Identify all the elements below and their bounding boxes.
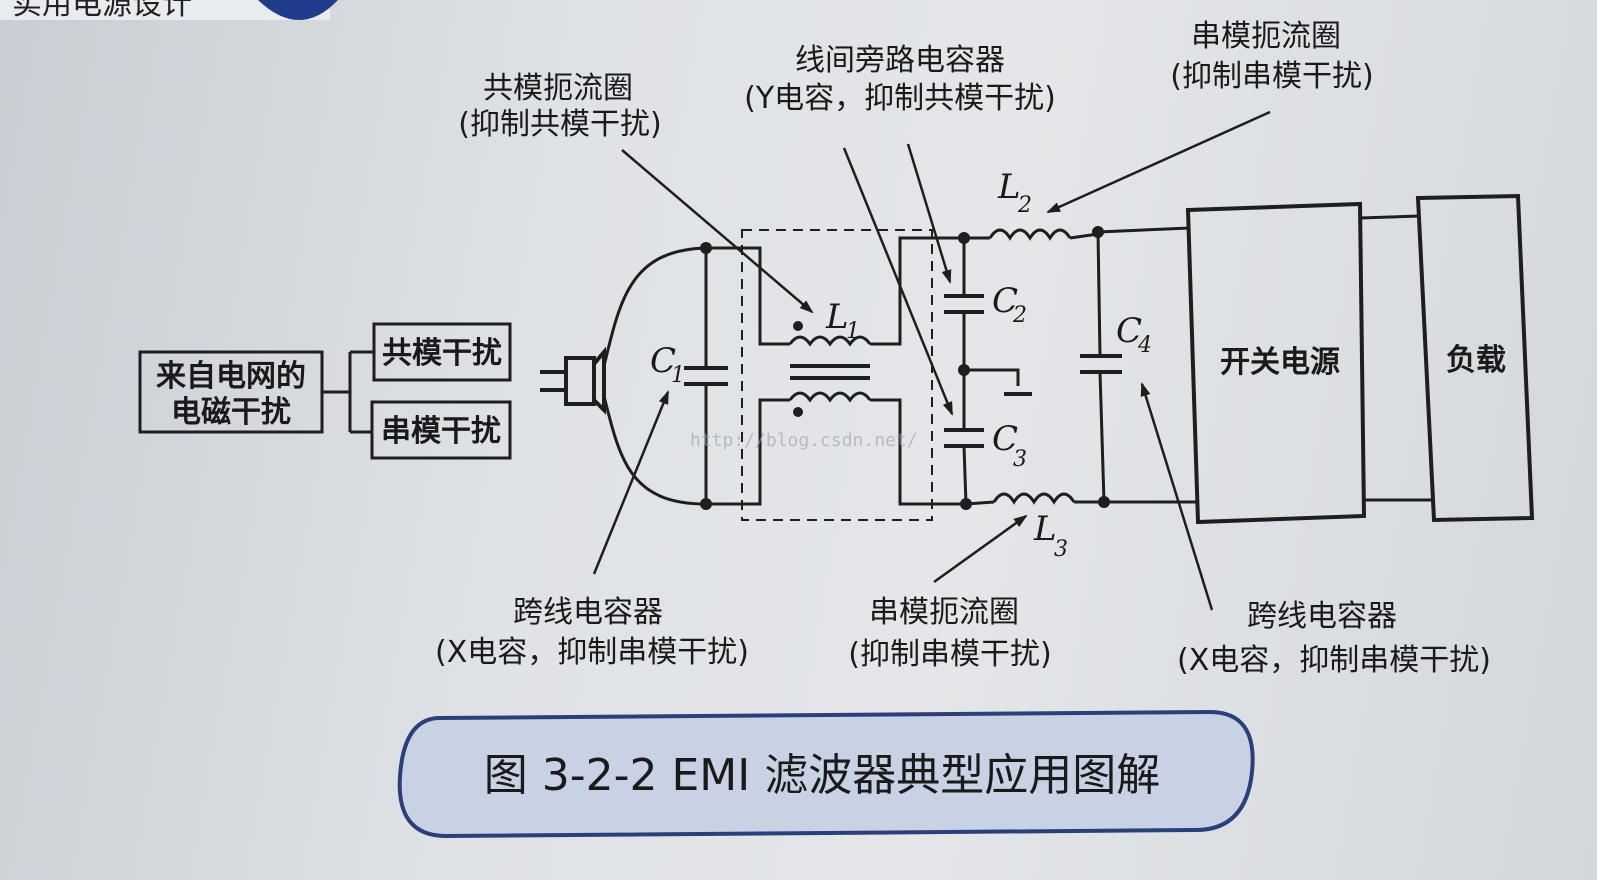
capacitor-c3 — [944, 370, 984, 505]
load-label: 负载 — [1446, 343, 1506, 378]
inductor-l1 — [788, 321, 872, 417]
x-cap-left-line2: (X电容，抑制串模干扰) — [435, 635, 749, 670]
plug-icon — [540, 346, 606, 415]
source-line1: 来自电网的 — [156, 359, 306, 394]
inductor-l2 — [964, 228, 1099, 241]
annotation-x-cap-left: 跨线电容器 (X电容，抑制串模干扰) — [435, 390, 749, 670]
watermark: http://blog.csdn.net/ — [690, 430, 918, 451]
smps-load-wires — [1359, 214, 1432, 502]
common-mode-box: 共模干扰 — [372, 322, 512, 382]
series-mode-label: 串模干扰 — [381, 414, 501, 449]
rail-top-out — [1097, 226, 1191, 234]
smps-block: 开关电源 — [1185, 201, 1367, 525]
rail-bottom-mid — [870, 398, 966, 506]
rail-top-left — [706, 246, 790, 346]
load-block: 负载 — [1415, 193, 1535, 523]
cord-top — [602, 246, 707, 367]
c3-letter: C — [992, 419, 1018, 459]
header-text: 实用电源设计 — [12, 0, 192, 22]
figure-caption: 图 3-2-2 EMI 滤波器典型应用图解 — [484, 750, 1160, 801]
x-cap-right-line2: (X电容，抑制串模干扰) — [1177, 643, 1491, 678]
annotation-sm-choke-bottom: 串模扼流圈 (抑制串模干扰) — [848, 514, 1052, 672]
smps-label: 开关电源 — [1220, 345, 1340, 380]
annotation-cm-choke: 共模扼流圈 (抑制共模干扰) — [458, 71, 814, 314]
annotation-sm-choke-top: 串模扼流圈 (抑制串模干扰) — [1046, 19, 1374, 214]
header-fragment: 实用电源设计 — [0, 0, 338, 22]
l1-sub: 1 — [846, 319, 860, 344]
l3-sub: 3 — [1054, 537, 1068, 562]
y-cap-line2: (Y电容，抑制共模干扰) — [744, 81, 1056, 116]
rail-top-mid — [870, 236, 964, 346]
sm-choke-bottom-line2: (抑制串模干扰) — [848, 637, 1051, 672]
cord-bottom — [602, 395, 707, 506]
source-box: 来自电网的 电磁干扰 — [138, 350, 324, 434]
x-cap-left-line1: 跨线电容器 — [513, 595, 663, 630]
cm-choke-line2: (抑制共模干扰) — [458, 107, 661, 142]
cm-choke-line1: 共模扼流圈 — [483, 71, 633, 106]
l2-sub: 2 — [1017, 193, 1032, 218]
caption-banner: 图 3-2-2 EMI 滤波器典型应用图解 — [397, 709, 1255, 839]
l3-letter: L — [1033, 509, 1057, 549]
ground-icon — [964, 368, 1032, 396]
annotation-x-cap-right: 跨线电容器 (X电容，抑制串模干扰) — [1140, 382, 1491, 678]
annotation-y-cap: 线间旁路电容器 (Y电容，抑制共模干扰) — [744, 43, 1056, 416]
sm-choke-top-line2: (抑制串模干扰) — [1170, 59, 1373, 94]
c4-sub: 4 — [1137, 333, 1152, 358]
capacitor-c4 — [1080, 231, 1122, 503]
x-cap-right-line1: 跨线电容器 — [1247, 599, 1397, 634]
rail-bottom-left — [706, 398, 790, 506]
series-mode-box: 串模干扰 — [370, 400, 512, 460]
c4-letter: C — [1116, 311, 1142, 351]
c2-letter: C — [992, 281, 1018, 321]
inductor-l3 — [965, 492, 1104, 506]
sm-choke-bottom-line1: 串模扼流圈 — [869, 595, 1019, 630]
c1-letter: C — [650, 341, 676, 381]
c3-sub: 3 — [1013, 447, 1027, 472]
capacitor-c2 — [944, 238, 984, 370]
capacitor-c1 — [684, 248, 728, 504]
common-mode-choke-outline — [741, 229, 933, 521]
common-mode-label: 共模干扰 — [382, 336, 502, 371]
sm-choke-top-line1: 串模扼流圈 — [1191, 19, 1341, 54]
source-line2: 电磁干扰 — [171, 395, 291, 430]
source-branch — [322, 350, 374, 434]
c2-sub: 2 — [1012, 303, 1027, 328]
l2-letter: L — [997, 167, 1021, 207]
c1-sub: 1 — [671, 363, 685, 388]
l1-letter: L — [825, 297, 849, 337]
y-cap-line1: 线间旁路电容器 — [795, 43, 1005, 78]
